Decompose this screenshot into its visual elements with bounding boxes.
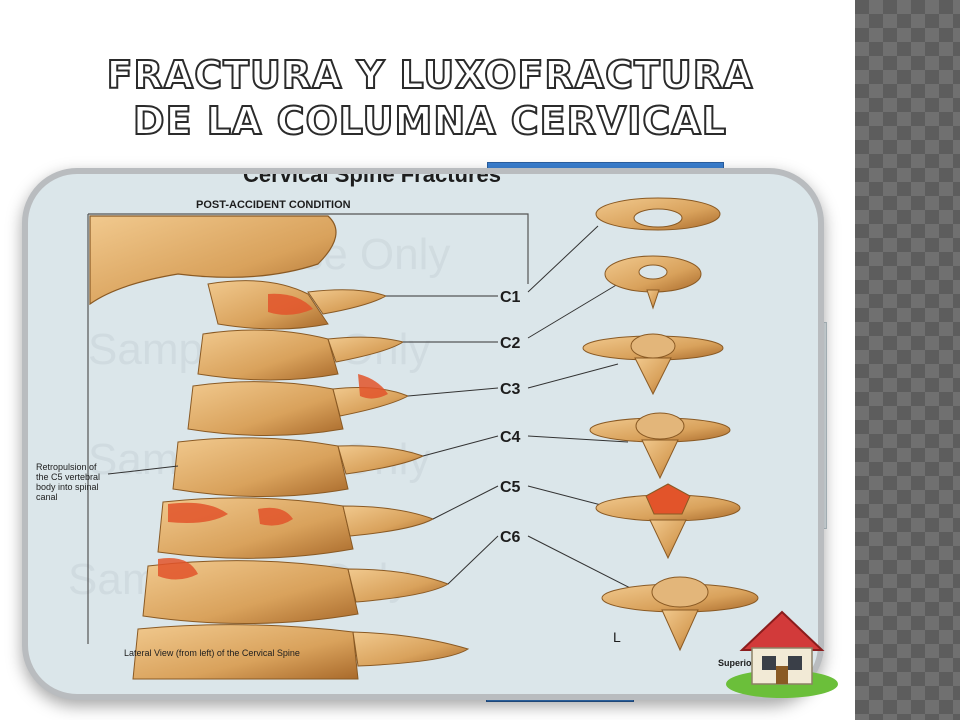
marker-l: L: [613, 629, 621, 645]
label-c5: C5: [500, 479, 521, 496]
spine-illustration-card: Cervical Spine Fractures POST-ACCIDENT C…: [22, 168, 824, 700]
spine-illustration: Cervical Spine Fractures POST-ACCIDENT C…: [36, 174, 779, 680]
decorative-pattern-strip: [855, 0, 960, 720]
svg-text:the C5 vertebral: the C5 vertebral: [36, 472, 100, 482]
svg-text:body into spinal: body into spinal: [36, 482, 99, 492]
condition-label: POST-ACCIDENT CONDITION: [196, 199, 351, 211]
label-c4: C4: [500, 429, 521, 446]
label-c6: C6: [500, 529, 521, 546]
label-c3: C3: [500, 381, 521, 398]
skull-base: [89, 215, 337, 306]
slide-title: Fractura y luxofractura de la columna ce…: [80, 52, 780, 144]
illustration-heading: Cervical Spine Fractures: [243, 174, 501, 187]
retropulsion-annotation: Retropulsion of the C5 vertebral body in…: [36, 462, 179, 502]
caption-lateral-view: Lateral View (from left) of the Cervical…: [124, 648, 300, 658]
svg-text:Retropulsion of: Retropulsion of: [36, 462, 97, 472]
vertebral-column: [132, 280, 470, 680]
svg-text:canal: canal: [36, 492, 58, 502]
label-c1: C1: [500, 289, 521, 306]
title-line-2: de la columna cervical: [132, 98, 727, 144]
level-labels: C1 C2 C3 C4 C5 C6: [386, 225, 639, 593]
title-line-1: Fractura y luxofractura: [106, 52, 754, 98]
illustration-frame: [87, 213, 529, 644]
caption-superior-view: Superior View: [718, 658, 779, 668]
house-icon[interactable]: [722, 592, 842, 702]
superior-vertebrae: L: [582, 197, 759, 652]
label-c2: C2: [500, 335, 521, 352]
